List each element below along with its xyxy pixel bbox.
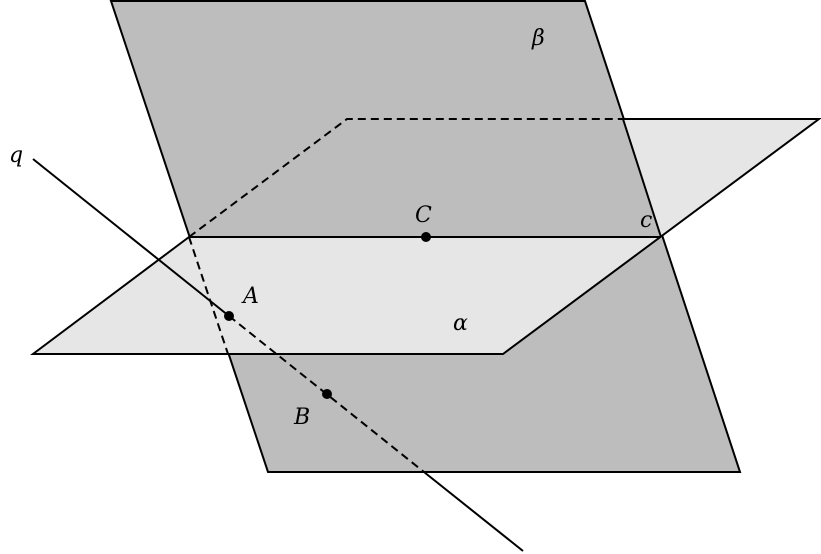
label-c: c [640, 208, 652, 233]
label-q: q [9, 143, 23, 168]
point-A [224, 311, 234, 321]
plane-alpha-front [33, 237, 661, 354]
plane-beta-hidden-edge [188, 236, 229, 355]
label-A: A [241, 284, 259, 309]
plane-alpha-visible-edge [30, 118, 821, 355]
plane-alpha-hidden-edge [188, 118, 623, 238]
label-C: C [415, 203, 432, 228]
label-beta: β [531, 26, 545, 51]
line-q-visible [32, 158, 230, 317]
label-B: B [293, 405, 310, 430]
plane-beta-edge-over-alpha [622, 118, 662, 238]
plane-alpha-right-part [623, 119, 819, 237]
label-alpha: α [453, 311, 468, 336]
point-C [421, 232, 431, 242]
point-B [322, 389, 332, 399]
line-q-visible-lower [423, 471, 524, 552]
